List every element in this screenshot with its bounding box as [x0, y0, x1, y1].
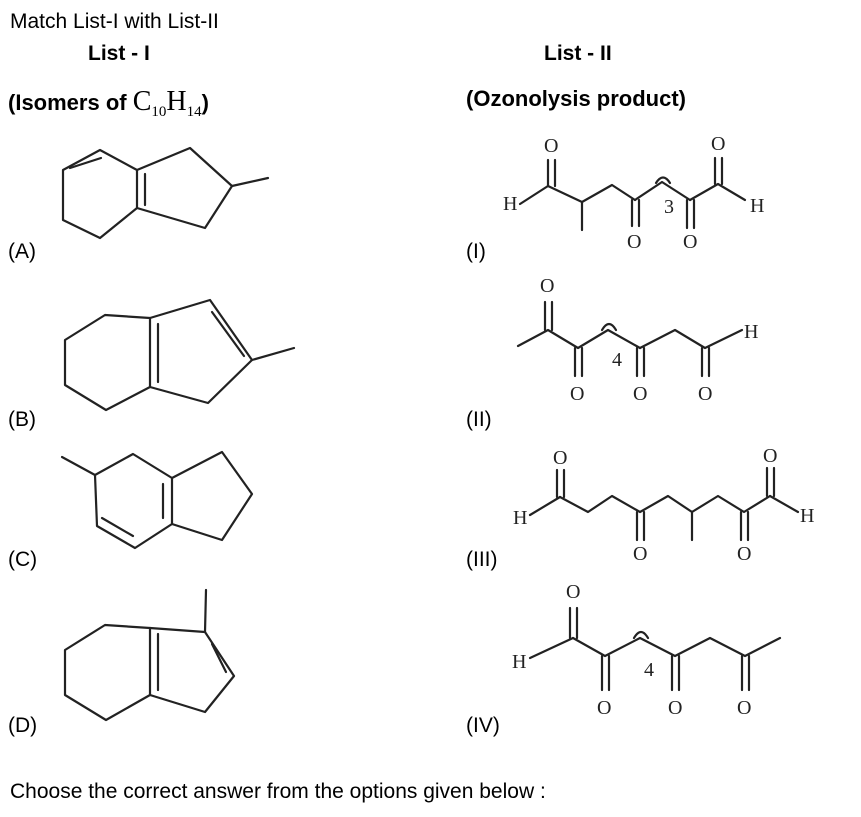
formula-carbon-count: 10 — [151, 104, 167, 120]
label-a: (A) — [8, 240, 36, 263]
label-b: (B) — [8, 408, 36, 431]
instruction-text: Choose the correct answer from the optio… — [10, 780, 546, 803]
h-atom: H — [503, 193, 517, 215]
o-atom: O — [633, 543, 647, 565]
o-atom: O — [737, 697, 751, 719]
o-atom: O — [683, 231, 697, 253]
o-atom: O — [698, 383, 712, 405]
label-ii: (II) — [466, 408, 492, 431]
question-text: Match List-I with List-II — [10, 10, 219, 33]
o-atom: O — [633, 383, 647, 405]
o-atom: O — [540, 275, 554, 297]
o-atom: O — [597, 697, 611, 719]
repeat-count: 4 — [612, 349, 622, 371]
h-atom: H — [744, 321, 758, 343]
h-atom: H — [800, 505, 814, 527]
list-1-heading: List - I — [88, 42, 150, 65]
subtitle-prefix: (Isomers of — [8, 90, 133, 115]
formula-hydrogen: H — [166, 86, 187, 117]
label-iii: (III) — [466, 548, 498, 571]
label-c: (C) — [8, 548, 38, 571]
o-atom: O — [570, 383, 584, 405]
o-atom: O — [553, 447, 567, 469]
o-atom: O — [566, 581, 580, 603]
formula-hydrogen-count: 14 — [186, 104, 202, 120]
o-atom: O — [627, 231, 641, 253]
subtitle-suffix: ) — [201, 90, 209, 115]
h-atom: H — [750, 195, 764, 217]
formula-carbon: C — [132, 86, 152, 117]
list-1-subtitle: (Isomers of C10H14) — [8, 86, 209, 121]
list-2-heading: List - II — [544, 42, 612, 65]
o-atom: O — [544, 135, 558, 157]
o-atom: O — [737, 543, 751, 565]
repeat-count: 4 — [644, 659, 654, 681]
o-atom: O — [668, 697, 682, 719]
molecular-formula: C10H14 — [132, 86, 202, 120]
repeat-count: 3 — [664, 196, 674, 218]
label-i: (I) — [466, 240, 486, 263]
label-iv: (IV) — [466, 714, 500, 737]
o-atom: O — [763, 445, 777, 467]
h-atom: H — [513, 507, 527, 529]
list-2-subtitle: (Ozonolysis product) — [466, 86, 686, 111]
h-atom: H — [512, 651, 526, 673]
label-d: (D) — [8, 714, 38, 737]
o-atom: O — [711, 133, 725, 155]
